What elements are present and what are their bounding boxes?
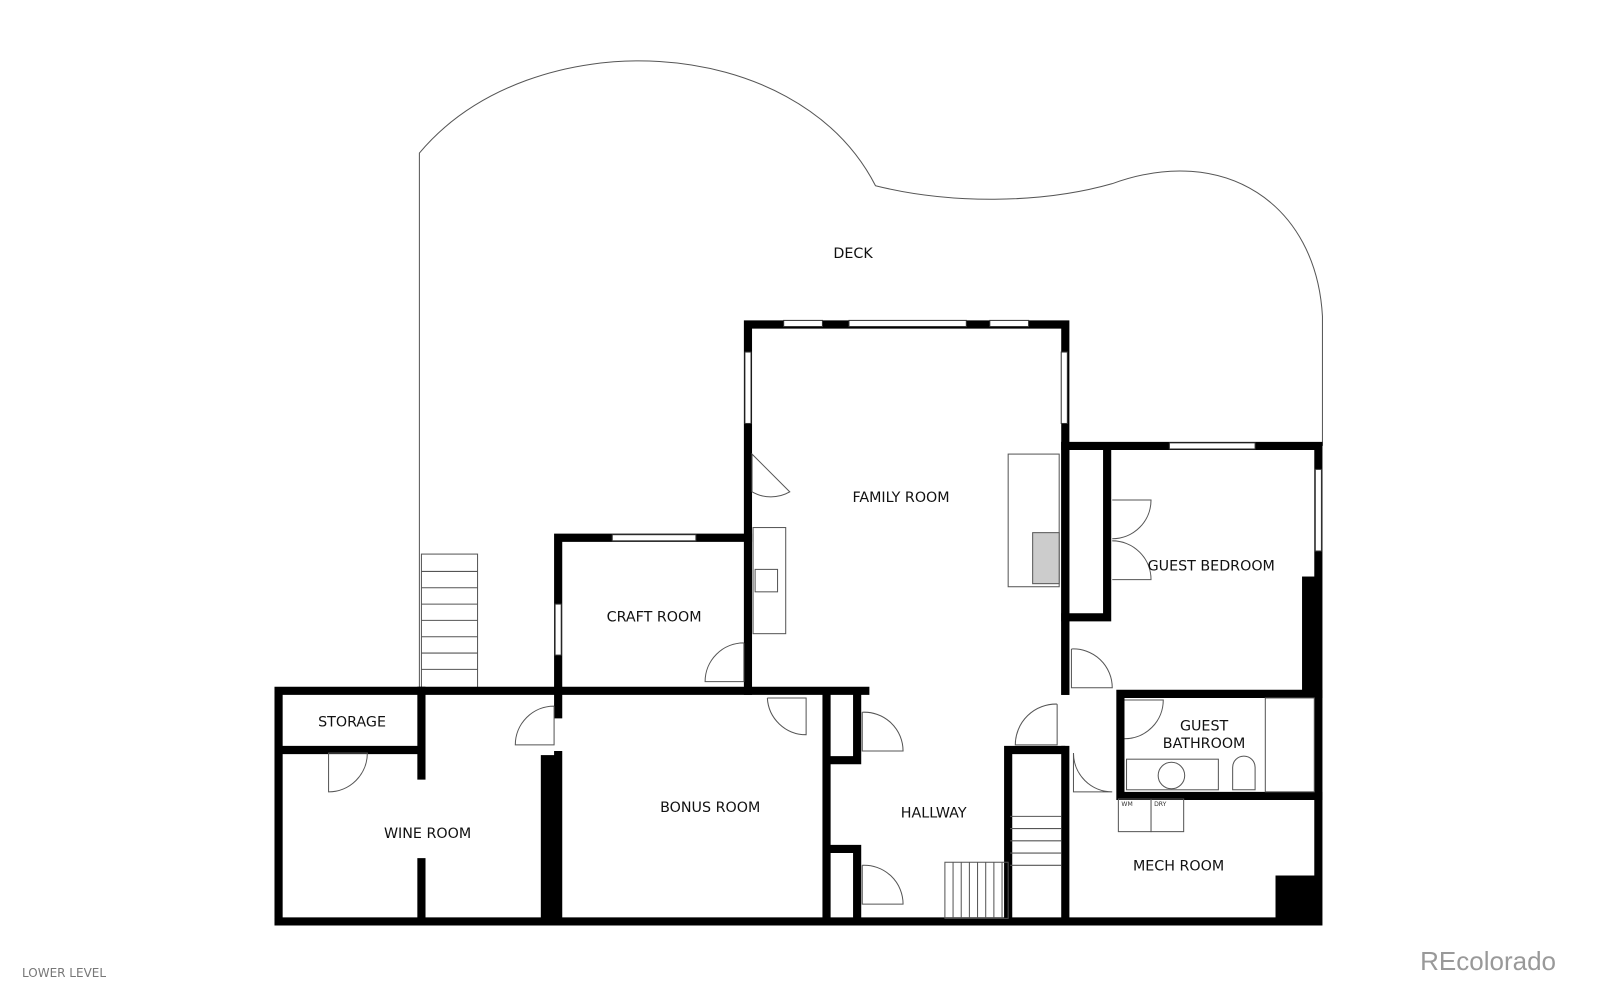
label-craft-room: CRAFT ROOM — [607, 609, 702, 625]
label-mech-room: MECH ROOM — [1133, 858, 1224, 874]
watermark-logo: REcolorado — [1420, 946, 1556, 976]
label-washer: WM — [1121, 801, 1132, 808]
label-deck: DECK — [833, 246, 873, 262]
doors — [328, 452, 1164, 905]
label-guest-bathroom-2: BATHROOM — [1163, 736, 1246, 752]
label-storage: STORAGE — [318, 715, 386, 731]
walls — [274, 320, 1323, 926]
label-wine-room: WINE ROOM — [384, 826, 471, 842]
level-label: LOWER LEVEL — [22, 966, 107, 980]
label-guest-bathroom: GUEST — [1180, 719, 1229, 735]
label-family-room: FAMILY ROOM — [852, 490, 949, 506]
deck-outline — [418, 60, 1323, 689]
fixtures — [752, 453, 1315, 919]
windows — [554, 319, 1322, 656]
label-guest-bedroom: GUEST BEDROOM — [1148, 558, 1275, 574]
label-hallway: HALLWAY — [901, 805, 967, 821]
deck-stairs — [420, 553, 479, 690]
label-dryer: DRY — [1154, 801, 1167, 808]
label-bonus-room: BONUS ROOM — [660, 800, 760, 816]
